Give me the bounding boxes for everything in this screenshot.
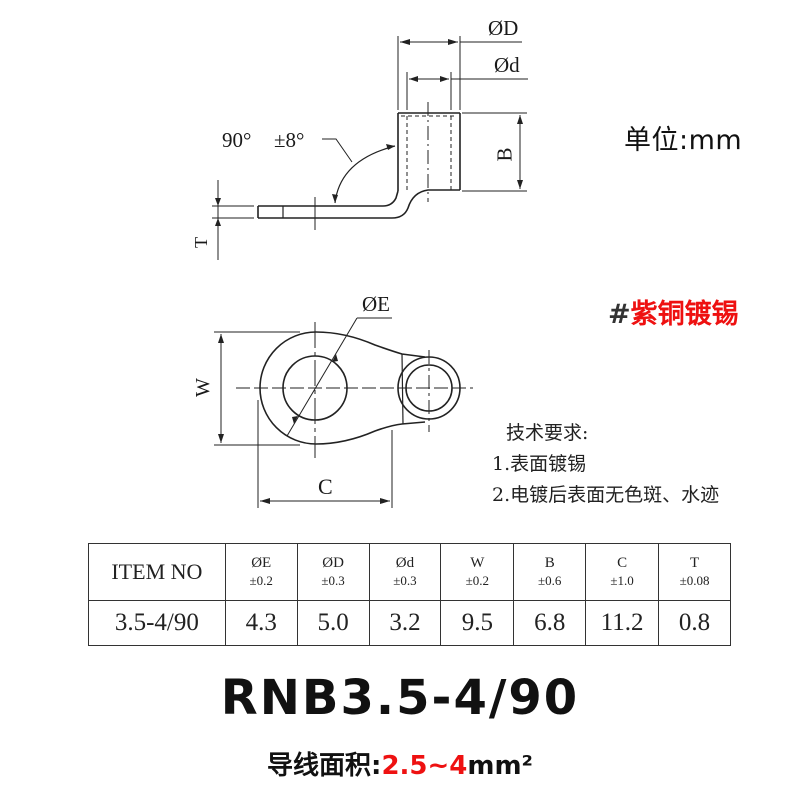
header-item-no: ITEM NO: [88, 543, 226, 601]
header-e: ØE±0.2: [224, 543, 298, 601]
label-thickness: T: [191, 237, 211, 248]
header-d: Ød±0.3: [368, 543, 442, 601]
requirements-title: 技术要求:: [506, 422, 589, 444]
material-label: #紫铜镀锡: [608, 292, 739, 331]
table-row: 3.5-4/90 4.3 5.0 3.2 9.5 6.8 11.2 0.8: [88, 600, 731, 646]
cell-w: 9.5: [440, 600, 515, 646]
cell-t: 0.8: [658, 600, 731, 646]
label-angle-tolerance: ±8°: [274, 128, 305, 152]
unit-label: 单位:mm: [624, 125, 743, 156]
material-name: 紫铜镀锡: [630, 299, 739, 330]
table-header-row: ITEM NO ØE±0.2 ØD±0.3 Ød±0.3 W±0.2 B±0.6…: [88, 543, 731, 601]
cell-e: 4.3: [224, 600, 298, 646]
label-inner-diameter: Ød: [494, 53, 520, 77]
header-b: B±0.6: [513, 543, 587, 601]
material-hash: #: [608, 299, 631, 330]
header-D: ØD±0.3: [296, 543, 370, 601]
requirement-item: 1.表面镀锡: [492, 453, 587, 475]
header-t: T±0.08: [658, 543, 731, 601]
wire-area: 导线面积:2.5~4mm²: [0, 745, 800, 782]
cell-item-no: 3.5-4/90: [88, 600, 226, 646]
header-w: W±0.2: [440, 543, 515, 601]
model-number: RNB3.5-4/90: [220, 670, 580, 726]
label-length: C: [318, 474, 333, 499]
cell-c: 11.2: [585, 600, 660, 646]
spec-table: ITEM NO ØE±0.2 ØD±0.3 Ød±0.3 W±0.2 B±0.6…: [88, 543, 731, 646]
requirement-item: 2.电镀后表面无色斑、水迹: [492, 484, 720, 506]
top-view-drawing: [214, 317, 473, 508]
label-outer-diameter: ØD: [488, 16, 519, 40]
label-angle: 90°: [222, 128, 252, 152]
label-hole-diameter: ØE: [362, 292, 390, 316]
label-barrel-height: B: [492, 147, 517, 162]
technical-drawing: [212, 36, 528, 508]
side-view-drawing: [212, 36, 528, 260]
wire-area-label: 导线面积:: [267, 751, 382, 781]
cell-d: 3.2: [368, 600, 442, 646]
label-width: W: [191, 378, 214, 397]
cell-b: 6.8: [513, 600, 587, 646]
wire-area-range: 2.5~4: [381, 751, 468, 781]
header-c: C±1.0: [585, 543, 660, 601]
technical-requirements: 技术要求: 1.表面镀锡 2.电镀后表面无色斑、水迹: [492, 418, 719, 511]
wire-area-unit: mm²: [467, 751, 533, 781]
cell-D: 5.0: [296, 600, 370, 646]
